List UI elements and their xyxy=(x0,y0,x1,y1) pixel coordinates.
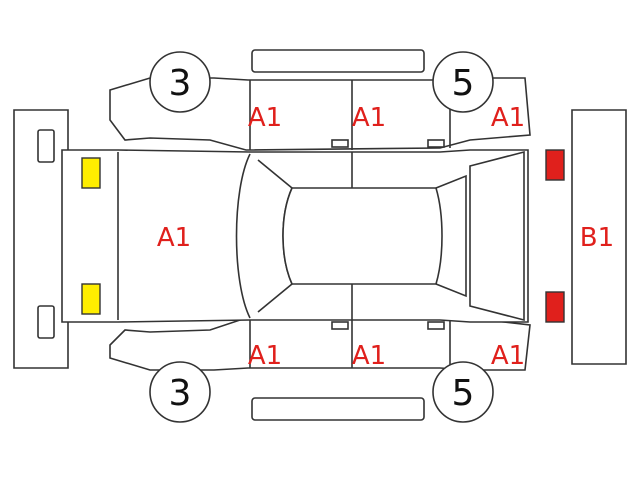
top-rear-handle xyxy=(427,139,445,148)
roof-panel xyxy=(282,187,443,285)
front-bumper-slot-upper xyxy=(37,129,55,163)
front-light-lower xyxy=(81,283,101,315)
bottom-front-handle xyxy=(331,321,349,330)
windshield xyxy=(235,153,251,319)
rear-bumper xyxy=(571,109,627,365)
front-bumper-slot-lower xyxy=(37,305,55,339)
rear-window xyxy=(435,174,467,298)
code-top-rear-door: A1 xyxy=(352,103,386,133)
tire-top-left-number: 3 xyxy=(169,63,192,104)
roof-rail-bottom xyxy=(251,397,425,421)
rear-light-lower xyxy=(545,291,565,323)
code-hood: A1 xyxy=(157,223,191,253)
code-rear: B1 xyxy=(580,223,614,253)
code-top-front-door: A1 xyxy=(248,103,282,133)
code-top-rear-fender: A1 xyxy=(491,103,525,133)
roof-rail-top xyxy=(251,49,425,73)
tire-bottom-right-number: 5 xyxy=(452,373,475,414)
rear-light-upper xyxy=(545,149,565,181)
top-front-handle xyxy=(331,139,349,148)
code-bottom-front-door: A1 xyxy=(248,341,282,371)
tire-bottom-left: 3 xyxy=(149,361,211,423)
tire-top-left: 3 xyxy=(149,51,211,113)
code-bottom-rear-fender: A1 xyxy=(491,341,525,371)
tire-top-right: 5 xyxy=(432,51,494,113)
tire-top-right-number: 5 xyxy=(452,63,475,104)
tire-bottom-left-number: 3 xyxy=(169,373,192,414)
side-top xyxy=(109,77,531,151)
front-bumper xyxy=(13,109,69,369)
code-bottom-rear-door: A1 xyxy=(352,341,386,371)
front-light-upper xyxy=(81,157,101,189)
bottom-rear-handle xyxy=(427,321,445,330)
rear-window-outer xyxy=(469,150,525,322)
tire-bottom-right: 5 xyxy=(432,361,494,423)
